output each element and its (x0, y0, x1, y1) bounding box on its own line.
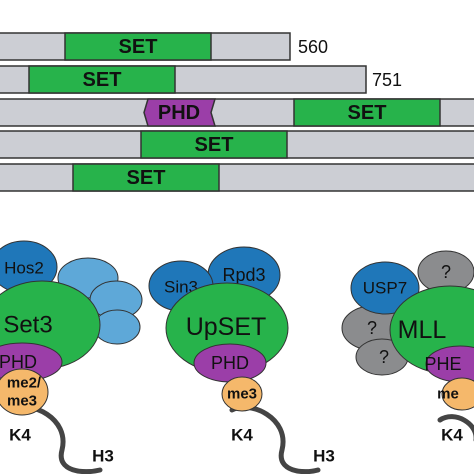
unknown-label: ? (441, 262, 451, 282)
unknown-label: ? (379, 347, 389, 367)
methyl-mark (441, 377, 474, 411)
histone-label: H3 (92, 447, 114, 466)
sin3-label: Sin3 (164, 278, 198, 297)
set-domain-label: SET (195, 134, 234, 156)
histone-label: H3 (313, 447, 335, 466)
phd-label: PHE (424, 354, 461, 374)
mark-line-2: me3 (7, 393, 37, 410)
domain-bar-4: SET (0, 130, 474, 159)
upset-label: UpSET (186, 313, 267, 341)
rpd3-label: Rpd3 (222, 265, 265, 285)
length-label: 560 (298, 37, 328, 57)
set-domain (28, 65, 176, 94)
set-domain (140, 130, 288, 159)
residue-label: K4 (9, 426, 31, 445)
methyl-mark (0, 368, 49, 416)
set3-label: Set3 (3, 312, 52, 339)
hos2-label: Hos2 (4, 259, 44, 278)
methyl-mark (221, 376, 263, 412)
phd-label: PHD (211, 353, 249, 373)
domain-bar-1: SET 560 (0, 32, 328, 61)
set-domain-label: SET (119, 36, 158, 58)
mark-label: me (437, 386, 459, 403)
unknown-label: ? (367, 318, 377, 338)
phd-label: PHD (0, 352, 37, 372)
set-domain (293, 98, 441, 127)
complex-mll: ? ? ? ? USP7 MLL PHE me K4 (341, 250, 474, 445)
set-domain-label: SET (348, 102, 387, 124)
set-domain (72, 163, 220, 192)
domain-bar-5: SET (0, 163, 474, 192)
usp7-subunit (350, 261, 420, 315)
set-domain-label: SET (127, 167, 166, 189)
mark-line-1: me2/ (7, 375, 42, 392)
domain-bar-3: PHD SET (0, 98, 474, 127)
mark-label: me3 (227, 386, 257, 403)
partner-subunit (93, 309, 141, 345)
phd-domain (143, 98, 217, 127)
usp7-label: USP7 (363, 279, 407, 298)
set-domain (64, 32, 212, 61)
protein-bar (0, 163, 474, 192)
phd-domain-label: PHD (158, 102, 200, 124)
length-label: 751 (372, 70, 402, 90)
complex-upset: Rpd3 Sin3 UpSET PHD me3 K4 H3 (148, 246, 335, 474)
mll-label: MLL (398, 316, 447, 344)
complex-set3: Hos2 Set3 PHD me2/ me3 K4 H3 (0, 240, 143, 474)
domain-bar-2: SET 751 (0, 65, 402, 94)
residue-label: K4 (441, 426, 463, 445)
histone-tail (437, 414, 474, 442)
set-domain-label: SET (83, 69, 122, 91)
residue-label: K4 (231, 426, 253, 445)
